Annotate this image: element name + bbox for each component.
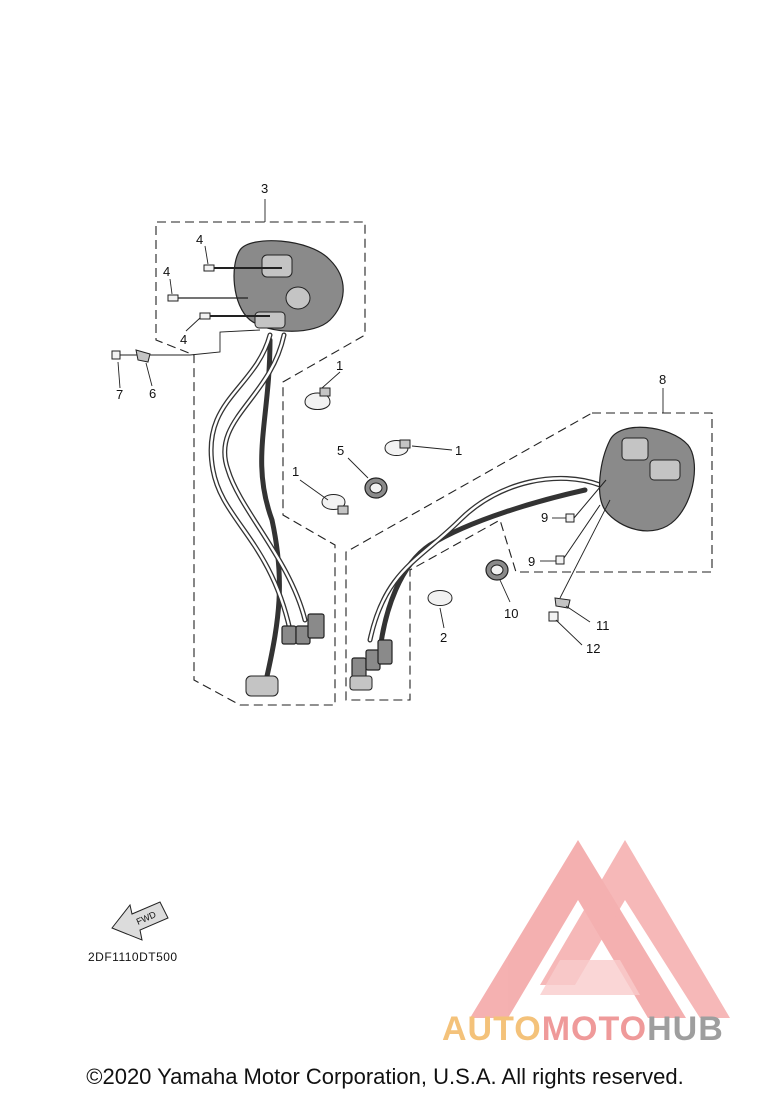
right-connectors — [349, 639, 393, 691]
screw-7-and-bracket-6 — [111, 329, 261, 389]
callout-labels: 1 1 1 2 3 4 4 4 5 6 7 8 9 9 10 11 12 — [116, 181, 666, 656]
callout-10: 10 — [504, 606, 518, 621]
callout-9: 9 — [528, 554, 535, 569]
watermark-moto: MOTO — [541, 1010, 648, 1048]
callout-4: 4 — [163, 264, 170, 279]
callout-3: 3 — [261, 181, 268, 196]
bracket-11-and-screw-12 — [548, 499, 611, 646]
screws-9 — [540, 479, 607, 565]
callout-4: 4 — [180, 332, 187, 347]
callout-5: 5 — [337, 443, 344, 458]
watermark-auto: AUTO — [442, 1010, 542, 1048]
callout-11: 11 — [596, 618, 610, 633]
callout-1: 1 — [336, 358, 343, 373]
assembly-3-boundary — [155, 221, 366, 706]
clamp-2 — [427, 590, 453, 629]
callout-6: 6 — [149, 386, 156, 401]
grommet-5 — [347, 457, 388, 499]
copyright-notice: ©2020 Yamaha Motor Corporation, U.S.A. A… — [86, 1064, 684, 1089]
left-wire-harness — [208, 332, 308, 688]
callout-7: 7 — [116, 387, 123, 402]
left-switch-housing — [233, 240, 344, 332]
assembly-8-boundary — [345, 412, 713, 701]
watermark-logo — [470, 840, 730, 1018]
fwd-arrow-icon: FWD — [111, 901, 169, 941]
callout-1: 1 — [292, 464, 299, 479]
callout-1: 1 — [455, 443, 462, 458]
diagram-code: 2DF1110DT500 — [88, 950, 178, 964]
callout-9: 9 — [541, 510, 548, 525]
right-wire-harness — [367, 475, 603, 653]
clamps-1 — [299, 371, 453, 515]
grommet-10 — [485, 559, 511, 603]
watermark-text: AUTOMOTOHUB — [442, 1012, 724, 1046]
screws-4 — [167, 245, 282, 332]
callout-2: 2 — [440, 630, 447, 645]
callout-4: 4 — [196, 232, 203, 247]
callout-8: 8 — [659, 372, 666, 387]
left-connectors — [245, 613, 325, 697]
callout-12: 12 — [586, 641, 600, 656]
watermark-hub: HUB — [647, 1010, 724, 1048]
right-switch-housing — [599, 426, 695, 532]
